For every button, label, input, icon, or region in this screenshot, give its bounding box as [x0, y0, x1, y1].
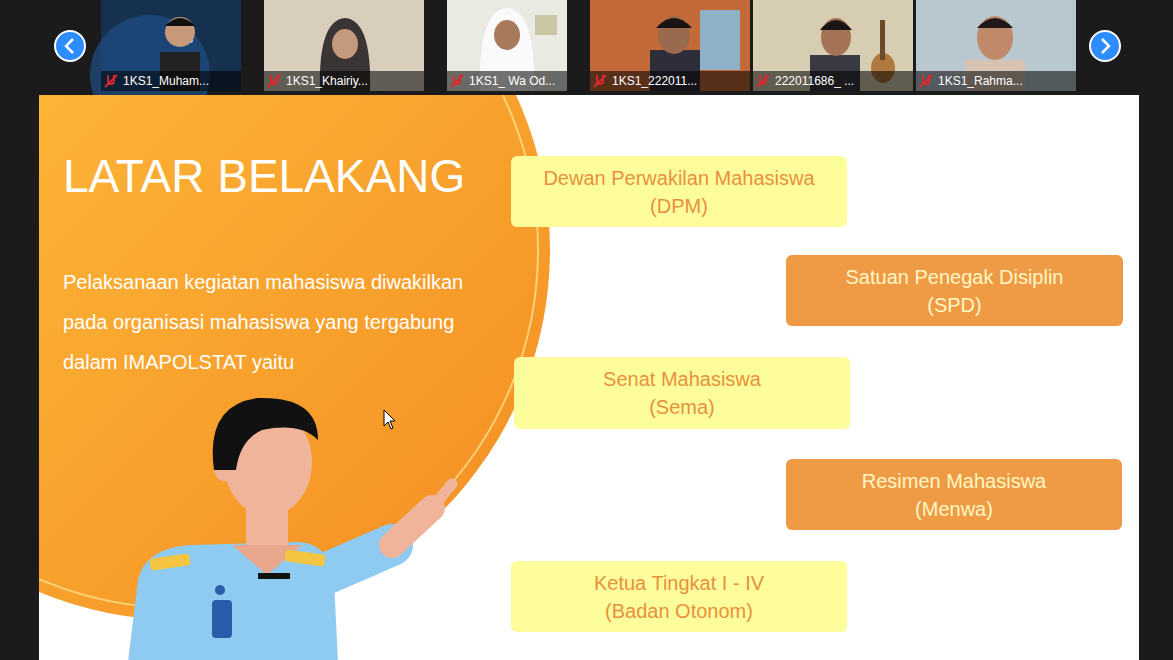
box-label: Ketua Tingkat I - IV (Badan Otonom) [564, 569, 794, 625]
box-label: Resimen Mahasiswa (Menwa) [847, 467, 1062, 523]
video-thumbnail [590, 0, 750, 91]
participant-name: 1KS1_Khairiy... [286, 73, 368, 89]
video-thumbnail [916, 0, 1076, 91]
name-bars [101, 71, 1076, 91]
box-text-group: Ketua Tingkat I - IV (Badan Otonom) [564, 569, 794, 625]
video-thumbnail [264, 0, 424, 91]
video-thumbnail [753, 0, 913, 91]
box-text-group: Satuan Penegak Disiplin (SPD) [837, 263, 1072, 319]
presenter-figure [128, 398, 452, 660]
participant-name: 1KS1_222011... [612, 73, 697, 89]
box-label: Senat Mahasiswa (Sema) [582, 365, 782, 421]
box-label: Dewan Perwakilan Mahasiswa (DPM) [539, 164, 819, 220]
org-box: Senat Mahasiswa (Sema) [514, 357, 850, 429]
slide-title: LATAR BELAKANG [63, 150, 465, 202]
box-text-group: Dewan Perwakilan Mahasiswa (DPM) [539, 164, 819, 220]
slide-paragraph: Pelaksanaan kegiatan mahasiswa diwakilka… [63, 262, 478, 382]
next-chevron [1102, 39, 1109, 53]
box-text-group: Senat Mahasiswa (Sema) [582, 365, 782, 421]
box-text-group: Resimen Mahasiswa (Menwa) [847, 467, 1062, 523]
org-box: Ketua Tingkat I - IV (Badan Otonom) [511, 561, 847, 632]
prev-arrow [55, 31, 85, 61]
orange-panel [39, 95, 550, 620]
box-label: Satuan Penegak Disiplin (SPD) [837, 263, 1072, 319]
mouse-cursor [384, 410, 395, 429]
participant-name: 1KS1_Rahma... [938, 73, 1023, 89]
prev-chevron [66, 39, 73, 53]
video-thumbnail [447, 0, 567, 91]
participant-name: 222011686_ ... [775, 73, 854, 89]
next-arrow [1090, 31, 1120, 61]
participant-name: 1KS1_ Wa Od... [469, 73, 555, 89]
org-box: Resimen Mahasiswa (Menwa) [786, 459, 1122, 530]
org-box: Dewan Perwakilan Mahasiswa (DPM) [511, 156, 847, 227]
participant-name: 1KS1_Muham... [123, 73, 209, 89]
org-box: Satuan Penegak Disiplin (SPD) [786, 255, 1123, 326]
